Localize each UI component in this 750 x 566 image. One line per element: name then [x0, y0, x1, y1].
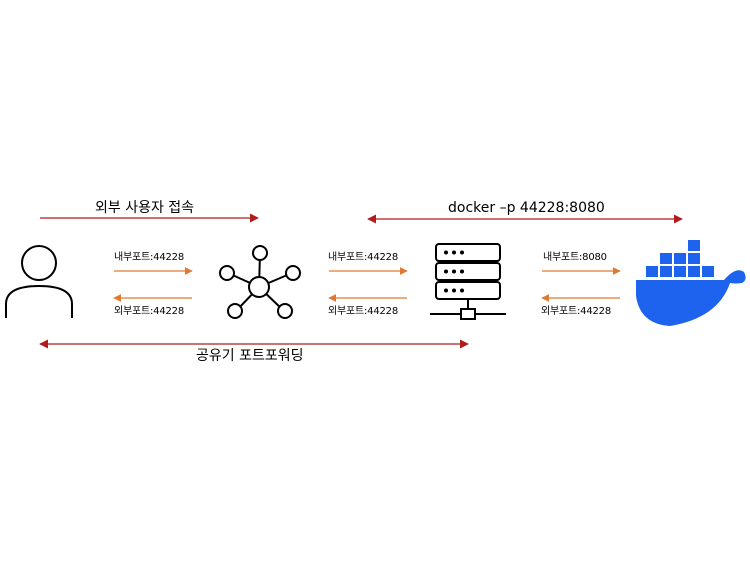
seg3-inbound-label: 내부포트:8080	[543, 252, 607, 263]
seg3-outbound-label: 외부포트:44228	[541, 306, 611, 317]
server-icon	[430, 243, 506, 320]
docker-whale-icon	[636, 240, 746, 326]
seg2-inbound-label: 내부포트:44228	[328, 252, 398, 263]
network-hub-icon	[219, 245, 301, 319]
external-access-label: 외부 사용자 접속	[95, 200, 195, 216]
seg1-inbound-label: 내부포트:44228	[114, 252, 184, 263]
seg2-outbound-label: 외부포트:44228	[328, 306, 398, 317]
seg1-outbound-label: 외부포트:44228	[114, 306, 184, 317]
docker-command-label: docker –p 44228:8080	[448, 200, 605, 216]
user-icon	[5, 245, 73, 318]
port-forwarding-label: 공유기 포트포워딩	[196, 348, 304, 364]
